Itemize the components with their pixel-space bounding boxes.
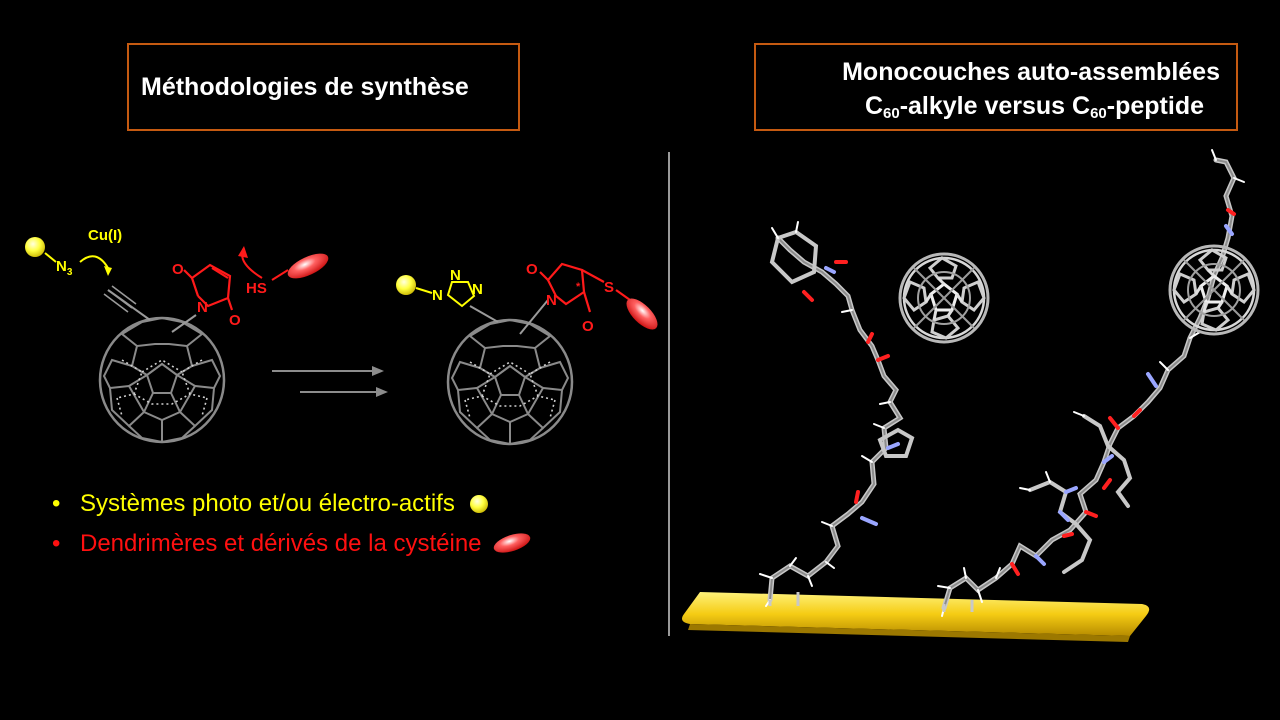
triazole-n2: N (450, 267, 461, 284)
alkyne-bond (103, 285, 137, 313)
bullet-dot: • (52, 530, 61, 557)
thiol-arrow-head (238, 246, 248, 258)
maleimide-o1: O (172, 261, 184, 278)
bullet-item-photoactive: • Systèmes photo et/ou électro-actifs (52, 486, 534, 526)
sam-title-box: Monocouches auto-assemblées C60-alkyle v… (754, 43, 1238, 131)
photoactive-unit-icon (396, 275, 416, 295)
maleimide-o2: O (229, 312, 241, 329)
bullet-item-cysteine: • Dendrimères et dérivés de la cystéine (52, 526, 534, 566)
c60-cage-alkyl (898, 252, 990, 344)
maleimide (183, 263, 234, 311)
triazole-ring (446, 281, 476, 308)
panel-divider (668, 152, 670, 636)
succinimide-n: N (546, 292, 557, 309)
succinimide-o2: O (582, 318, 594, 335)
bullet-list: • Systèmes photo et/ou électro-actifs • … (52, 486, 534, 566)
synthesis-title: Méthodologies de synthèse (141, 73, 469, 101)
red-ellipse-icon (493, 533, 531, 553)
anchor-legs (768, 592, 974, 612)
azide-label: N3 (56, 258, 73, 278)
azide-arrow (79, 255, 109, 269)
product-fullerene (446, 299, 574, 446)
c60-peptide-molecule (937, 149, 1245, 617)
triazole-n1: N (432, 287, 443, 304)
triazole-n3: N (472, 281, 483, 298)
gold-substrate (682, 592, 1150, 642)
reaction-arrows (272, 366, 388, 397)
maleimide-n: N (197, 299, 208, 316)
thiol-label: HS (246, 280, 267, 297)
yellow-sphere-icon (469, 495, 488, 513)
succinimide-o1: O (526, 261, 538, 278)
bullet-text: Systèmes photo et/ou électro-actifs (80, 490, 455, 517)
sulfur-label: S (604, 279, 614, 296)
c60-alkyl-molecule (759, 221, 915, 607)
azide-arrow-head (104, 266, 112, 276)
stereocenter-mark: * (576, 281, 581, 293)
photoactive-unit-icon (25, 237, 45, 257)
reactant-fullerene (98, 285, 226, 444)
c60-cage-peptide (1168, 244, 1260, 336)
catalyst-label: Cu(I) (88, 227, 122, 244)
synthesis-title-box: Méthodologies de synthèse (127, 43, 520, 131)
cysteine-unit-icon (287, 253, 329, 279)
succinimide (539, 262, 631, 313)
bullet-text: Dendrimères et dérivés de la cystéine (80, 530, 482, 557)
cysteine-unit-icon (626, 298, 658, 330)
sam-title-line1: Monocouches auto-assemblées (842, 58, 1220, 86)
sam-title-line2: C60-alkyle versus C60-peptide (864, 92, 1204, 122)
bullet-dot: • (52, 490, 61, 517)
